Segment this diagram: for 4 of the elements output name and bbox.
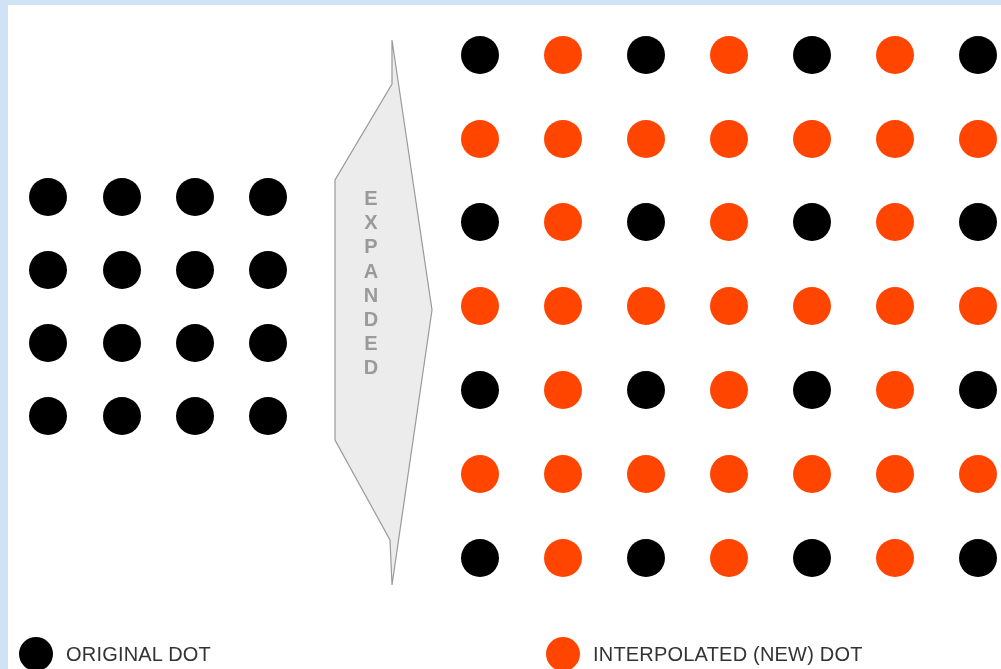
legend-label: INTERPOLATED (NEW) DOT bbox=[593, 642, 863, 666]
vertical-label: EXPANDED bbox=[362, 186, 380, 380]
legend-label: ORIGINAL DOT bbox=[66, 642, 211, 666]
expand-arrow-shape bbox=[333, 38, 435, 588]
